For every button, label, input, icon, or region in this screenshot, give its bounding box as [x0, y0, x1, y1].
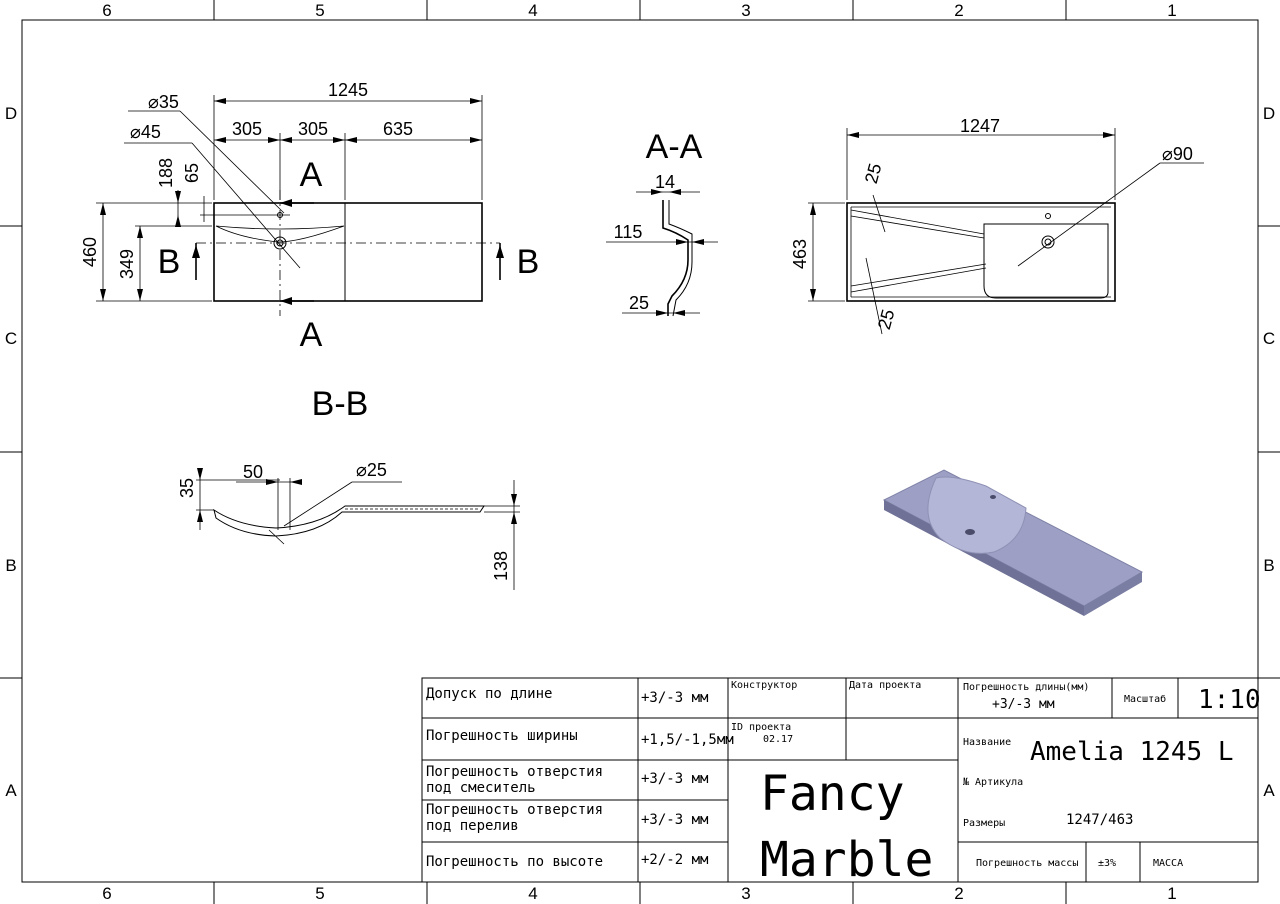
section-label-b-right: B: [517, 243, 540, 281]
bottom-bowl: [983, 223, 1109, 299]
dim-bottom-1247: 1247: [960, 116, 1000, 136]
zone-col-1-bottom: 1: [1167, 884, 1176, 903]
designer-label: Конструктор: [731, 680, 797, 691]
scale-label: Масштаб: [1124, 693, 1166, 705]
zone-col-4-top: 4: [528, 1, 537, 20]
plan-view: 1245 305 305 635 ⌀35 ⌀45 460 349: [80, 80, 539, 354]
scale-value: 1:10: [1198, 685, 1261, 715]
zone-col-3-top: 3: [741, 1, 750, 20]
bottom-outline: [846, 202, 1116, 302]
dim-65: 65: [182, 163, 202, 183]
section-aa: A-A 14 115 25: [606, 128, 718, 317]
length-tol-label: Погрешность длины(мм): [963, 682, 1089, 693]
bottom-drain: [1041, 235, 1055, 249]
tol-value-height: +2/-2 мм: [641, 852, 709, 868]
dim-d35: ⌀35: [148, 92, 179, 112]
tol-value-mixer-hole: +3/-3 мм: [641, 771, 709, 787]
size-value: 1247/463: [1066, 812, 1133, 828]
title-block: Допуск по длине +3/-3 мм Погрешность шир…: [421, 677, 1261, 888]
dim-bb-d25: ⌀25: [356, 460, 387, 480]
dim-aa-25: 25: [629, 293, 649, 313]
dim-bb-35: 35: [177, 478, 197, 498]
project-id-value: 02.17: [763, 734, 793, 745]
dim-305-b: 305: [298, 119, 328, 139]
mass-tol-label: Погрешность массы: [976, 858, 1078, 869]
section-bb: B-B 35 50 ⌀25 138: [177, 385, 520, 590]
dim-305-a: 305: [232, 119, 262, 139]
dim-bottom-25b: 25: [874, 307, 899, 332]
project-date-label: Дата проекта: [849, 680, 921, 691]
mass-tol-value: ±3%: [1098, 858, 1116, 869]
mass-label: МАССА: [1153, 858, 1183, 869]
section-aa-title: A-A: [646, 128, 703, 166]
length-tol-value: +3/-3 мм: [992, 697, 1055, 712]
dim-aa-14: 14: [655, 172, 675, 192]
zone-row-a-left: A: [5, 781, 17, 800]
zone-col-4-bottom: 4: [528, 884, 537, 903]
logo-fancy: Fancy: [760, 766, 905, 822]
section-label-a-bottom: A: [300, 316, 323, 354]
zone-row-b-left: B: [5, 556, 16, 575]
isometric-render: [882, 469, 1144, 616]
plan-outline: [213, 202, 483, 302]
dim-bottom-25a: 25: [861, 161, 886, 186]
project-id-label: ID проекта: [731, 722, 791, 733]
section-bb-title: B-B: [312, 385, 369, 423]
dim-overall-width: 1245: [328, 80, 368, 100]
tol-label-width: Погрешность ширины: [426, 728, 578, 744]
name-label: Название: [963, 737, 1011, 748]
bottom-view: 1247 463 25 25 ⌀90: [790, 116, 1204, 335]
tol-value-width: +1,5/-1,5мм: [641, 732, 734, 748]
zone-row-d-right: D: [1263, 104, 1275, 123]
zone-row-c-right: C: [1263, 329, 1275, 348]
dim-d45: ⌀45: [130, 122, 161, 142]
section-label-a-top: A: [300, 156, 323, 194]
zone-row-c-left: C: [5, 329, 17, 348]
zone-row-b-right: B: [1263, 556, 1274, 575]
tol-label-height: Погрешность по высоте: [426, 854, 603, 870]
basin-bowl-curve: [215, 225, 345, 243]
zone-row-a-right: A: [1263, 781, 1275, 800]
dim-bottom-463: 463: [790, 239, 810, 269]
dim-635: 635: [383, 119, 413, 139]
zone-col-1-top: 1: [1167, 1, 1176, 20]
tol-label-length: Допуск по длине: [426, 686, 552, 702]
dim-bb-138: 138: [491, 551, 511, 581]
dim-bb-50: 50: [243, 462, 263, 482]
tol-value-length: +3/-3 мм: [641, 690, 709, 706]
zone-col-2-bottom: 2: [954, 884, 963, 903]
zone-row-d-left: D: [5, 104, 17, 123]
article-label: № Артикула: [963, 777, 1023, 788]
size-label: Размеры: [963, 818, 1005, 829]
zone-col-2-top: 2: [954, 1, 963, 20]
dim-bottom-d90: ⌀90: [1162, 144, 1193, 164]
zone-col-3-bottom: 3: [741, 884, 750, 903]
dim-349: 349: [117, 249, 137, 279]
zone-col-5-top: 5: [315, 1, 324, 20]
dim-188: 188: [156, 158, 176, 188]
zone-col-5-bottom: 5: [315, 884, 324, 903]
product-name: Amelia 1245 L: [1030, 737, 1234, 767]
section-label-b-left: B: [158, 243, 181, 281]
dim-460: 460: [80, 237, 100, 267]
tol-value-overflow-hole: +3/-3 мм: [641, 812, 709, 828]
zone-col-6-bottom: 6: [102, 884, 111, 903]
logo-marble: Marble: [760, 832, 933, 888]
dim-aa-115: 115: [614, 222, 643, 242]
section-bb-profile: [213, 505, 485, 537]
zone-col-6-top: 6: [102, 1, 111, 20]
